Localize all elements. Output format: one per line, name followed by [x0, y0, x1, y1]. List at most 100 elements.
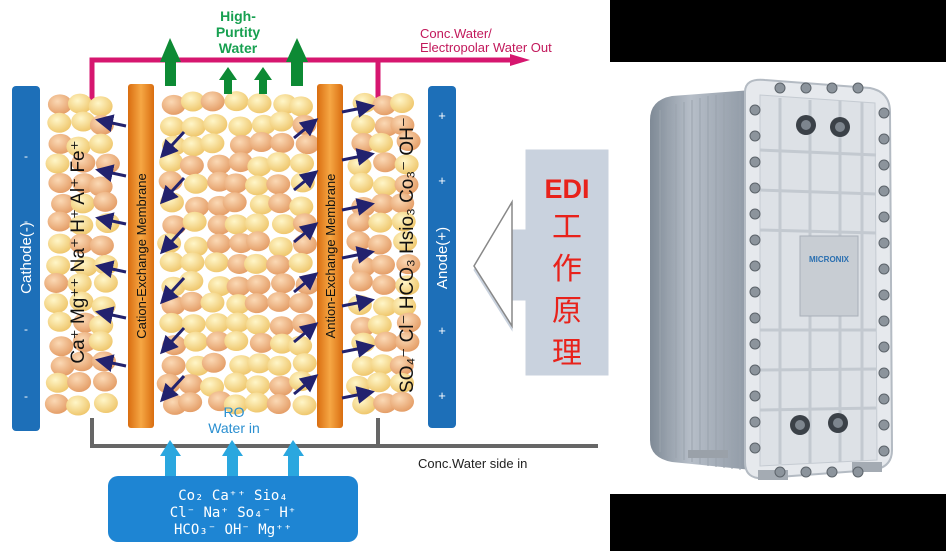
bolt-icon	[878, 159, 890, 171]
ro-label-line-2: Water in	[208, 420, 260, 436]
svg-text:+: +	[438, 323, 446, 338]
resin-bead	[292, 213, 317, 234]
resin-bead	[227, 253, 252, 274]
edi-callout: EDI 工 作 原 理	[526, 150, 608, 375]
resin-bead	[203, 113, 228, 134]
resin-bead	[179, 271, 204, 292]
bolt-icon	[749, 442, 761, 454]
resin-bead	[396, 131, 421, 152]
resin-bead	[51, 193, 76, 214]
ion-arrow-icon	[341, 148, 375, 166]
resin-bead	[69, 233, 94, 254]
ion-arrow-icon	[293, 222, 319, 244]
resin-bead	[288, 252, 313, 273]
resin-bead	[44, 393, 69, 414]
callout-char-3: 原	[552, 294, 582, 329]
resin-bead	[50, 356, 75, 377]
bolt-icon	[878, 263, 890, 275]
ion-arrow-icon	[293, 322, 319, 344]
resin-bead	[200, 292, 225, 313]
resin-bead	[246, 314, 271, 335]
resin-bead	[178, 392, 203, 413]
resin-bead	[268, 236, 293, 257]
resin-bead	[179, 155, 204, 176]
up-arrow-icon	[219, 67, 237, 94]
cathode: - - - - Cathode(-)	[12, 86, 40, 431]
resin-bead	[391, 211, 416, 232]
svg-text:-: -	[24, 214, 28, 228]
resin-bead	[44, 293, 69, 314]
resin-bead	[66, 395, 91, 416]
resin-bead	[228, 116, 253, 137]
resin-bead	[244, 253, 269, 274]
conc-side-in-label: Conc.Water side in	[418, 456, 527, 471]
resin-bead	[66, 136, 91, 157]
ion-migration-arrows	[95, 100, 375, 404]
ion-arrow-icon	[341, 100, 375, 118]
resin-bead	[267, 291, 292, 312]
resin-bead	[367, 314, 392, 335]
conc-out-line-2: Electropolar Water Out	[420, 40, 552, 55]
bolt-icon	[749, 156, 761, 168]
high-purity-line-2: Purtity	[216, 24, 261, 40]
outlet-arrow-icon	[510, 54, 530, 66]
resin-bead	[348, 271, 373, 292]
high-purity-label: High- Purtity Water	[216, 8, 261, 56]
resin-bead	[159, 312, 184, 333]
resin-bead	[370, 354, 395, 375]
bolt-icon	[749, 364, 761, 376]
concentrate-out-label: Conc.Water/ Electropolar Water Out	[420, 26, 552, 55]
bolt-icon	[749, 234, 761, 246]
high-purity-line-1: High-	[220, 8, 256, 24]
ion-arrow-icon	[341, 340, 375, 358]
resin-bead	[290, 153, 315, 174]
resin-bead	[45, 372, 70, 393]
resin-bead	[349, 172, 374, 193]
resin-bead	[44, 272, 69, 293]
bolt-icon	[749, 312, 761, 324]
resin-bead	[351, 355, 376, 376]
resin-bead	[351, 133, 376, 154]
ion-arrow-icon	[159, 226, 186, 255]
resin-bead	[226, 276, 251, 297]
resin-bead	[47, 233, 72, 254]
resin-bead	[245, 231, 270, 252]
resin-bead	[292, 395, 317, 416]
ro-inlet-arrows	[160, 440, 304, 476]
resin-bead	[288, 96, 313, 117]
inlet-arrow-icon	[283, 440, 304, 476]
resin-bead	[159, 116, 184, 137]
resin-bead	[393, 231, 418, 252]
resin-bead	[67, 273, 92, 294]
resin-bead	[373, 176, 398, 197]
resin-bead	[270, 132, 295, 153]
bolt-icon	[826, 82, 838, 94]
ro-label-line-1: RO	[224, 404, 245, 420]
resin-bead	[222, 192, 247, 213]
bolt-icon	[749, 104, 761, 116]
bolt-icon	[878, 289, 890, 301]
bolt-icon	[878, 341, 890, 353]
resin-bead	[89, 115, 114, 136]
resin-bead	[178, 374, 203, 395]
feed-line-3: HCO₃⁻ OH⁻ Mg⁺⁺	[174, 522, 292, 538]
resin-bead	[201, 352, 226, 373]
resin-bead	[394, 154, 419, 175]
resin-bead	[395, 275, 420, 296]
resin-bead	[249, 132, 274, 153]
bolt-icon	[878, 107, 890, 119]
callout-char-1: 工	[552, 210, 582, 245]
ion-arrow-icon	[341, 386, 375, 404]
resin-bead	[389, 391, 414, 412]
anion-exchange-membrane: Antion-Exchange Membrane	[317, 84, 343, 428]
ion-arrow-icon	[341, 198, 375, 216]
resin-bead	[184, 236, 209, 257]
resin-bead	[351, 114, 376, 135]
resin-bead	[71, 152, 96, 173]
resin-bead	[183, 331, 208, 352]
bolt-icon	[878, 419, 890, 431]
feed-ions-box: Co₂ Ca⁺⁺ Sio₄ Cl⁻ Na⁺ So₄⁻ H⁺ HCO₃⁻ OH⁻ …	[108, 476, 358, 542]
callout-char-2: 作	[552, 252, 582, 287]
ion-arrow-icon	[159, 276, 186, 305]
resin-bead	[395, 331, 420, 352]
